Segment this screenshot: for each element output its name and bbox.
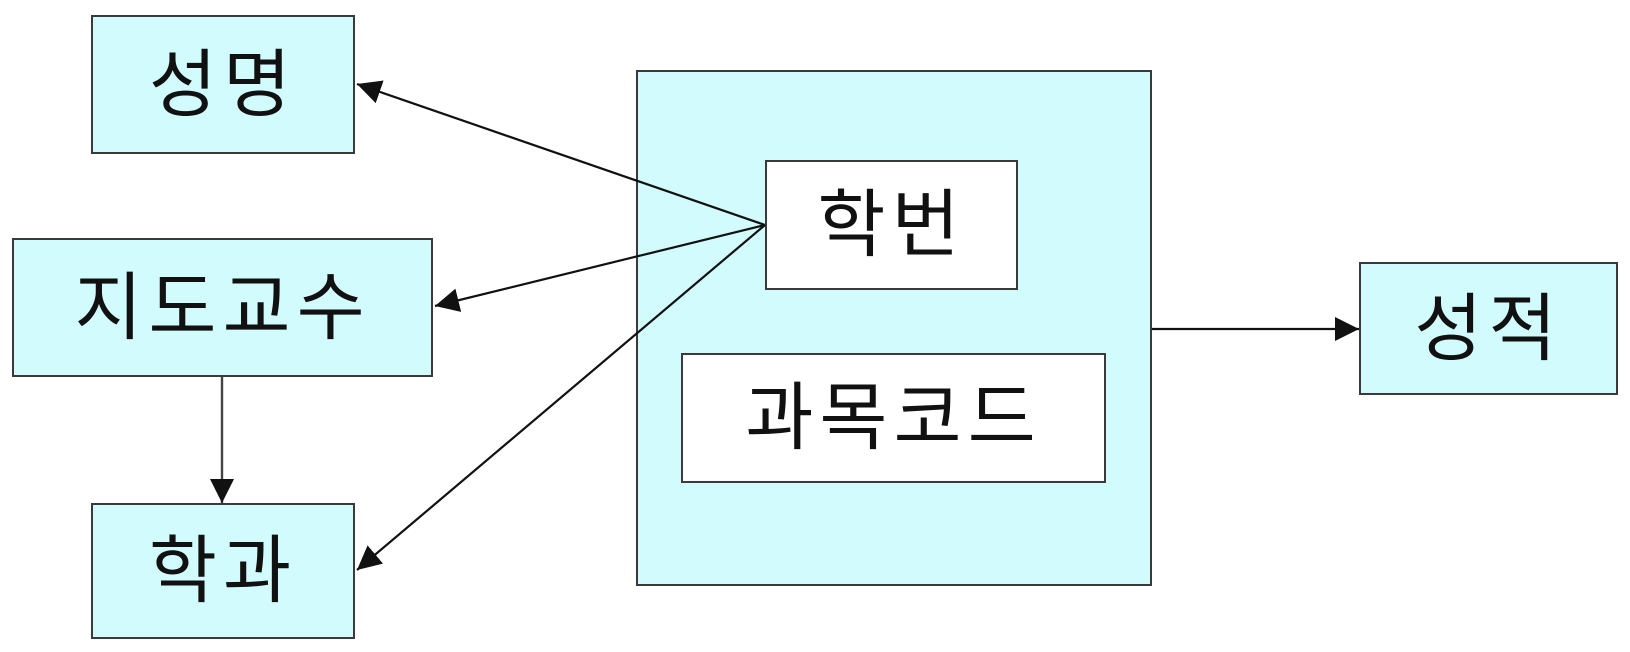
arrow-student-id-to-department: [356, 224, 766, 571]
node-grade: 성적: [1359, 262, 1618, 395]
node-advisor: 지도교수: [12, 238, 433, 377]
node-course-code: 과목코드: [681, 353, 1106, 483]
arrow-student-id-to-name: [356, 80, 766, 227]
node-department: 학과: [91, 503, 355, 639]
node-student-id: 학번: [765, 160, 1018, 290]
node-name: 성명: [91, 15, 355, 154]
arrow-student-id-to-advisor: [434, 223, 766, 312]
composite-key-group: [636, 70, 1152, 586]
